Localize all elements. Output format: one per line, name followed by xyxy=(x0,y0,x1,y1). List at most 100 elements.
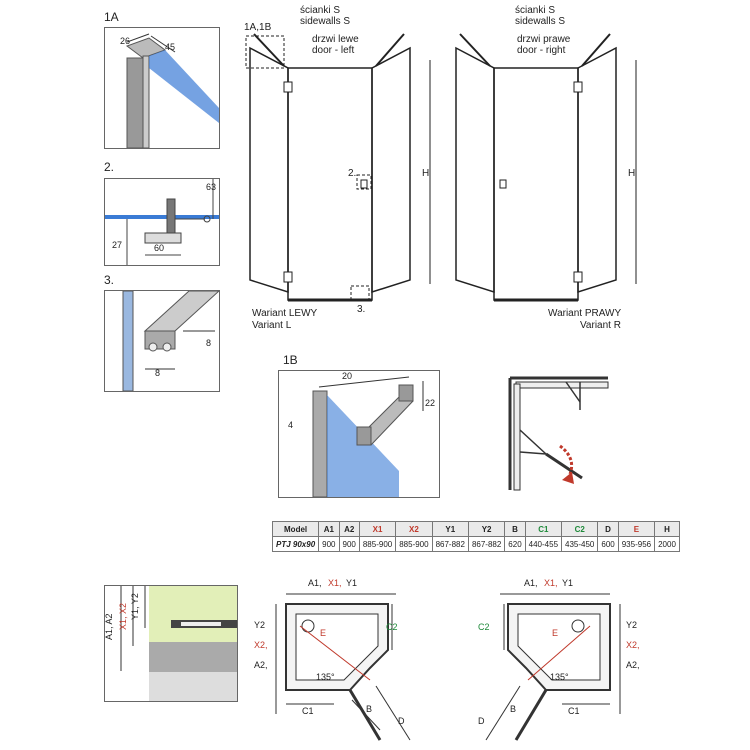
cell-a1: 900 xyxy=(318,536,340,552)
plan-right-top-y: Y1 xyxy=(562,578,574,588)
plan-left-d: D xyxy=(398,716,405,726)
height-left: H xyxy=(422,168,430,179)
plan-right-b: B xyxy=(510,704,517,714)
detail-1a-drawing xyxy=(125,33,219,148)
ref-3: 3. xyxy=(357,304,366,315)
door-right-pl: drzwi prawe xyxy=(517,34,571,45)
detail-1b-drawing xyxy=(312,376,424,497)
header-y1: Y1 xyxy=(431,521,469,537)
cell-model: PTJ 90x90 xyxy=(271,536,320,552)
header-x1: X1 xyxy=(358,521,397,537)
cell-a2: 900 xyxy=(338,536,360,552)
header-h: H xyxy=(654,521,680,537)
front-elevations xyxy=(245,33,637,302)
dim-3-8-vertical: 8 xyxy=(206,338,212,348)
plan-left-e: E xyxy=(320,628,327,638)
dim-1a-45: 45 xyxy=(165,42,176,52)
plan-left-angle: 135° xyxy=(316,672,335,682)
ref-1a-1b: 1A,1B xyxy=(244,22,272,33)
plan-right-top-a: A1, xyxy=(524,578,538,588)
cell-b: 620 xyxy=(504,536,526,552)
dim-1b-4: 4 xyxy=(288,420,294,430)
wall-section-panel xyxy=(104,585,238,702)
cell-y1: 867-882 xyxy=(431,536,469,552)
plan-right-top-x: X1, xyxy=(544,578,558,588)
elevation-left xyxy=(245,33,431,302)
detail-2-drawing xyxy=(105,179,219,265)
plan-right-e: E xyxy=(552,628,559,638)
header-c2: C2 xyxy=(561,521,599,537)
ref-2: 2. xyxy=(348,168,357,179)
variant-right-en: Variant R xyxy=(580,320,621,331)
plan-right-side-y: Y2 xyxy=(626,620,638,630)
plan-right-side-x: X2, xyxy=(626,640,640,650)
detail-1b-label: 1B xyxy=(283,353,298,367)
dim-2-63: 63 xyxy=(206,182,217,192)
variant-right-pl: Wariant PRAWY xyxy=(548,308,622,319)
sidewalls-right-en: sidewalls S xyxy=(515,16,566,27)
plan-left-c1: C1 xyxy=(302,706,314,716)
dim-2-60: 60 xyxy=(154,243,165,253)
variant-left-en: Variant L xyxy=(252,320,292,331)
plan-left xyxy=(275,593,411,741)
header-d: D xyxy=(597,521,619,537)
plan-left-top-a: A1, xyxy=(308,578,322,588)
header-b: B xyxy=(504,521,526,537)
height-right: H xyxy=(628,168,636,179)
elevation-right xyxy=(455,33,637,302)
wall-section-drawing xyxy=(120,586,237,701)
detail-3-drawing xyxy=(122,291,219,391)
plan-right-d: D xyxy=(478,716,485,726)
section-label-a: A1, A2 xyxy=(104,613,114,640)
cell-c1: 440-455 xyxy=(524,536,563,552)
header-x2: X2 xyxy=(395,521,433,537)
header-y2: Y2 xyxy=(467,521,506,537)
table-row: PTJ 90x90 900 900 885-900 885-900 867-88… xyxy=(271,536,680,552)
dim-1b-22: 22 xyxy=(425,398,436,408)
plan-right-angle: 135° xyxy=(550,672,569,682)
detail-2-label: 2. xyxy=(104,160,115,174)
cell-d: 600 xyxy=(597,536,619,552)
plan-right-c1: C1 xyxy=(568,706,580,716)
plan-right-c2: C2 xyxy=(478,622,490,632)
detail-1a-label: 1A xyxy=(104,10,119,24)
dim-1b-20: 20 xyxy=(342,371,353,381)
header-model: Model xyxy=(271,521,320,537)
plan-left-top-x: X1, xyxy=(328,578,342,588)
sidewalls-left-pl: ścianki S xyxy=(300,5,341,16)
sidewalls-left-en: sidewalls S xyxy=(300,16,351,27)
plan-left-side-y: Y2 xyxy=(254,620,266,630)
door-left-pl: drzwi lewe xyxy=(312,34,359,45)
detail-3-label: 3. xyxy=(104,273,115,287)
header-c1: C1 xyxy=(524,521,563,537)
header-a1: A1 xyxy=(318,521,340,537)
door-right-en: door - right xyxy=(517,45,566,56)
detail-3-panel xyxy=(104,290,220,392)
dim-1a-26: 26 xyxy=(120,36,131,46)
cell-y2: 867-882 xyxy=(467,536,506,552)
door-left-en: door - left xyxy=(312,45,355,56)
cell-x2: 885-900 xyxy=(395,536,433,552)
plan-left-top-y: Y1 xyxy=(346,578,358,588)
cell-e: 935-956 xyxy=(617,536,656,552)
dim-3-8-horizontal: 8 xyxy=(155,368,161,378)
variant-left-pl: Wariant LEWY xyxy=(252,308,318,319)
cell-x1: 885-900 xyxy=(358,536,397,552)
plan-left-side-x: X2, xyxy=(254,640,268,650)
cell-h: 2000 xyxy=(654,536,680,552)
cell-c2: 435-450 xyxy=(561,536,599,552)
sidewalls-right-pl: ścianki S xyxy=(515,5,556,16)
dim-2-27: 27 xyxy=(112,240,123,250)
plan-left-c2: C2 xyxy=(386,622,398,632)
header-e: E xyxy=(617,521,656,537)
plan-right xyxy=(485,593,621,741)
spec-table-header: Model A1 A2 X1 X2 Y1 Y2 B C1 C2 D E H xyxy=(271,521,680,537)
detail-2-panel xyxy=(104,178,220,266)
detail-1a-panel xyxy=(104,27,220,149)
header-a2: A2 xyxy=(338,521,360,537)
section-label-x: X1, X2 xyxy=(118,602,128,630)
plan-right-side-a: A2, xyxy=(626,660,640,670)
detail-1b-panel xyxy=(278,370,440,498)
spec-table: Model A1 A2 X1 X2 Y1 Y2 B C1 C2 D E H PT… xyxy=(271,521,680,552)
plan-left-side-a: A2, xyxy=(254,660,268,670)
